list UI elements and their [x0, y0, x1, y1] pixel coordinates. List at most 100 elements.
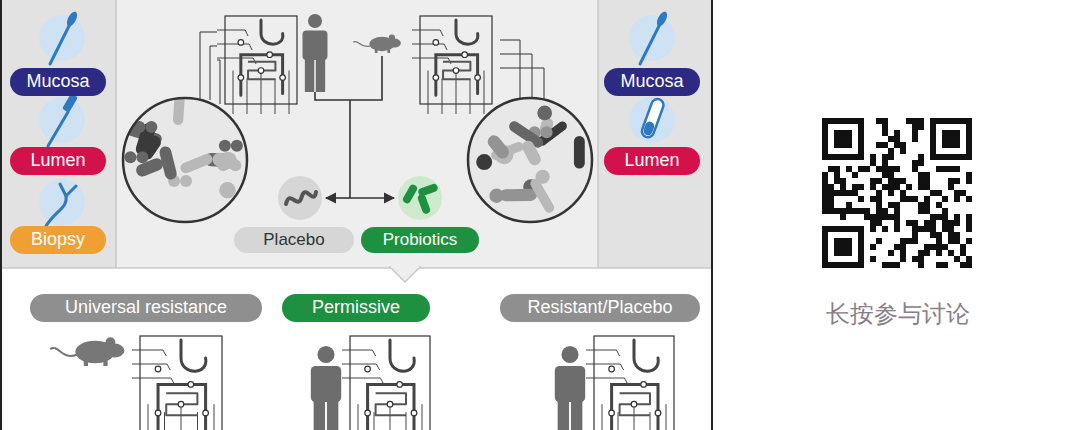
qr-code-part: [966, 220, 972, 226]
caption-label: 长按参与讨论: [826, 301, 970, 327]
qr-code-part: [894, 142, 900, 148]
mouse-figure-part: [103, 359, 107, 366]
qr-code: [818, 114, 976, 272]
panel-divider: [0, 267, 712, 269]
qr-code-part: [900, 190, 906, 196]
bacteria-circle-part-part: [219, 140, 231, 152]
qr-code-part: [828, 124, 858, 154]
qr-code-part: [852, 208, 858, 214]
sample-site-pill: Biopsy: [10, 226, 106, 254]
gut-circuit-part: [620, 393, 650, 415]
human-figure-part: [314, 398, 325, 430]
bacteria-circle-part-part: [499, 189, 537, 202]
bacteria-circle-part: [124, 90, 242, 198]
gut-circuit-part: [475, 75, 481, 81]
qr-code-part: [894, 202, 900, 208]
qr-code-part: [936, 244, 942, 250]
qr-code-part: [930, 190, 936, 196]
abstract-background: [0, 0, 712, 430]
gut-circuit-part: [217, 30, 248, 36]
qr-code-part: [924, 208, 930, 214]
qr-code-part: [864, 208, 870, 214]
biopsy-forceps-icon: [39, 179, 85, 226]
treatment-branch: [315, 56, 394, 198]
qr-code-part: [924, 244, 930, 250]
qr-code-part: [906, 118, 912, 124]
gut-circuit-part: [181, 404, 182, 430]
top-panel: [0, 0, 712, 268]
pill-label: Lumen: [30, 151, 85, 171]
bacteria-circle: [468, 98, 592, 222]
gut-circuit-part: [655, 410, 661, 416]
qr-code-part: [966, 226, 972, 232]
qr-code-part: [918, 154, 924, 160]
gut-circuit-part: [158, 384, 206, 430]
gut-circuit: [342, 336, 430, 430]
gut-circuit-part: [422, 404, 423, 430]
qr-code-part: [846, 202, 852, 208]
gut-circuit-part: [217, 44, 252, 50]
qr-code-part: [828, 202, 834, 208]
swab-icon: [39, 10, 85, 64]
qr-code-part: [876, 208, 882, 214]
pill-label: Permissive: [312, 298, 400, 318]
qr-code-part: [918, 184, 924, 190]
bacteria-circle-part-part: [158, 145, 178, 181]
qr-code-part: [912, 226, 918, 232]
gut-circuit-part: [178, 401, 184, 407]
gut-circuit-part: [261, 20, 283, 44]
qr-code-part: [930, 118, 972, 160]
bacteria-circle-part: [468, 98, 592, 222]
gut-circuit-part: [390, 404, 391, 430]
gut-circuit-part: [132, 364, 170, 370]
pill-label: Resistant/Placebo: [527, 298, 672, 318]
callout-lines-part: [210, 46, 217, 100]
gut-circuit-part: [358, 404, 359, 430]
gut-circuit-part: [376, 393, 406, 415]
qr-code-part: [894, 262, 900, 268]
qr-code-part: [924, 172, 930, 178]
qr-code-part: [894, 208, 900, 214]
qr-code-part: [828, 196, 834, 202]
panel-divider: [115, 0, 117, 268]
bacteria-circle-part-part: [231, 140, 243, 152]
branch-line: [349, 100, 351, 198]
callout-lines-part: [200, 32, 217, 99]
qr-code-part: [948, 250, 954, 256]
qr-code-part: [948, 184, 954, 190]
qr-code-part: [840, 184, 846, 190]
bacteria-circle-part-part: [541, 126, 553, 138]
qr-code-part: [882, 160, 888, 166]
qr-code-part: [936, 124, 966, 154]
bacteria-circle-part-part: [145, 121, 157, 133]
bacteria-circle-part-part: [574, 136, 585, 169]
qr-code-part: [834, 178, 840, 184]
gut-circuit-part: [258, 68, 264, 74]
qr-code-part: [918, 124, 924, 130]
bacteria-circle-part-part: [179, 152, 214, 175]
human-figure-part: [555, 366, 585, 402]
qr-code-part: [822, 118, 864, 160]
qr-code-part: [906, 220, 912, 226]
qr-code-part: [888, 166, 894, 172]
qr-code-part: [960, 244, 966, 250]
gut-circuit-part: [155, 410, 161, 416]
gut-circuit-part: [289, 71, 290, 114]
qr-code-part: [828, 184, 834, 190]
human-figure-part: [558, 398, 569, 430]
qr-code-part: [882, 118, 888, 124]
qr-code-part: [942, 220, 948, 226]
qr-code-part: [900, 250, 906, 256]
qr-code-part: [912, 232, 918, 238]
swab-icon: [629, 10, 675, 64]
pill-label: Mucosa: [620, 72, 683, 92]
qr-code-part: [930, 220, 936, 226]
qr-code-part: [918, 202, 924, 208]
qr-code-part: [876, 220, 882, 226]
gut-circuit-part: [166, 393, 197, 415]
qr-code-part: [870, 184, 876, 190]
outcome-pill: Universal resistance: [30, 294, 262, 322]
qr-code-part: [948, 226, 954, 232]
qr-code-part: [942, 214, 948, 220]
